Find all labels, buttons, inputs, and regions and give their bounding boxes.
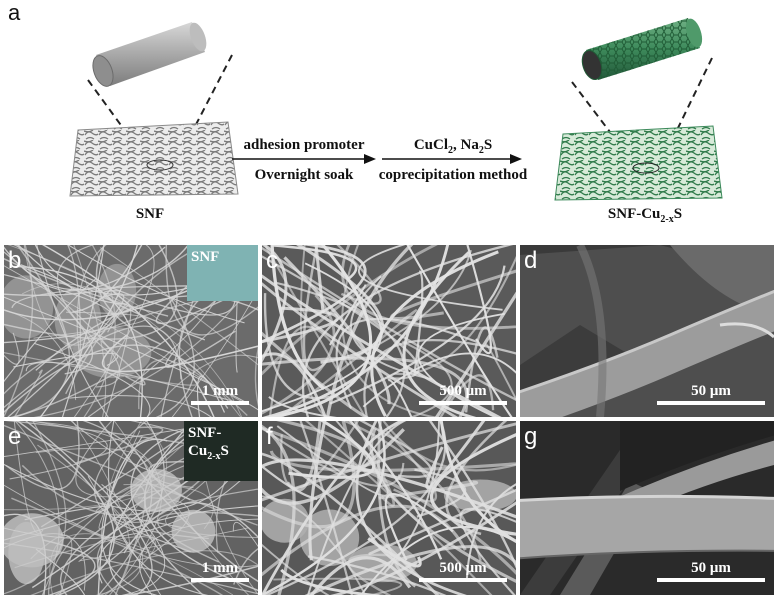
- scale-bar-g: 50 μm: [656, 560, 766, 582]
- inset-snf-photo: SNF: [187, 245, 258, 301]
- panel-letter-c: c: [266, 247, 278, 274]
- step1-line2: Overnight soak: [254, 167, 354, 183]
- sem-panel-b: b SNF 1 mm: [4, 245, 258, 417]
- scale-bar-d: 50 μm: [656, 383, 766, 405]
- scale-bar-e: 1 mm: [190, 560, 250, 582]
- panel-letter-a: a: [8, 0, 21, 25]
- sem-b-image: [4, 245, 258, 417]
- green-fiber-cylinder: [581, 18, 703, 81]
- sem-c-image: [262, 245, 516, 417]
- sem-panel-c: c 500 μm: [262, 245, 516, 417]
- green-fiber-mesh: [554, 125, 723, 201]
- panel-letter-d: d: [524, 247, 538, 274]
- sem-f-image: [262, 421, 516, 595]
- label-snf-cu2xs: SNF-Cu2-xS: [607, 206, 683, 225]
- scale-bar-c: 500 μm: [418, 383, 508, 405]
- sem-g-image: [520, 421, 774, 595]
- sem-panel-e: e SNF- Cu2-xS 1 mm: [4, 421, 258, 595]
- panel-letter-b: b: [8, 247, 22, 274]
- step1-line1: adhesion promoter: [243, 137, 365, 153]
- inset-cu2xs-photo: SNF- Cu2-xS: [184, 421, 258, 481]
- step2-line2: coprecipitation method: [378, 167, 528, 183]
- schematic-diagram: [69, 18, 723, 201]
- sem-panel-f: f 500 μm: [262, 421, 516, 595]
- step2-line1: CuCl2, Na2S: [413, 137, 493, 156]
- label-snf: SNF: [135, 206, 165, 222]
- grey-fiber-mesh: [69, 121, 239, 197]
- panel-letter-e: e: [8, 423, 22, 450]
- sem-panel-g: g 50 μm: [520, 421, 774, 595]
- scale-bar-f: 500 μm: [418, 560, 508, 582]
- grey-fiber-cylinder: [92, 22, 207, 87]
- sem-d-image: [520, 245, 774, 417]
- panel-letter-f: f: [266, 423, 273, 450]
- scale-bar-b: 1 mm: [190, 383, 250, 405]
- panel-letter-g: g: [524, 423, 538, 450]
- sem-panel-d: d 50 μm: [520, 245, 774, 417]
